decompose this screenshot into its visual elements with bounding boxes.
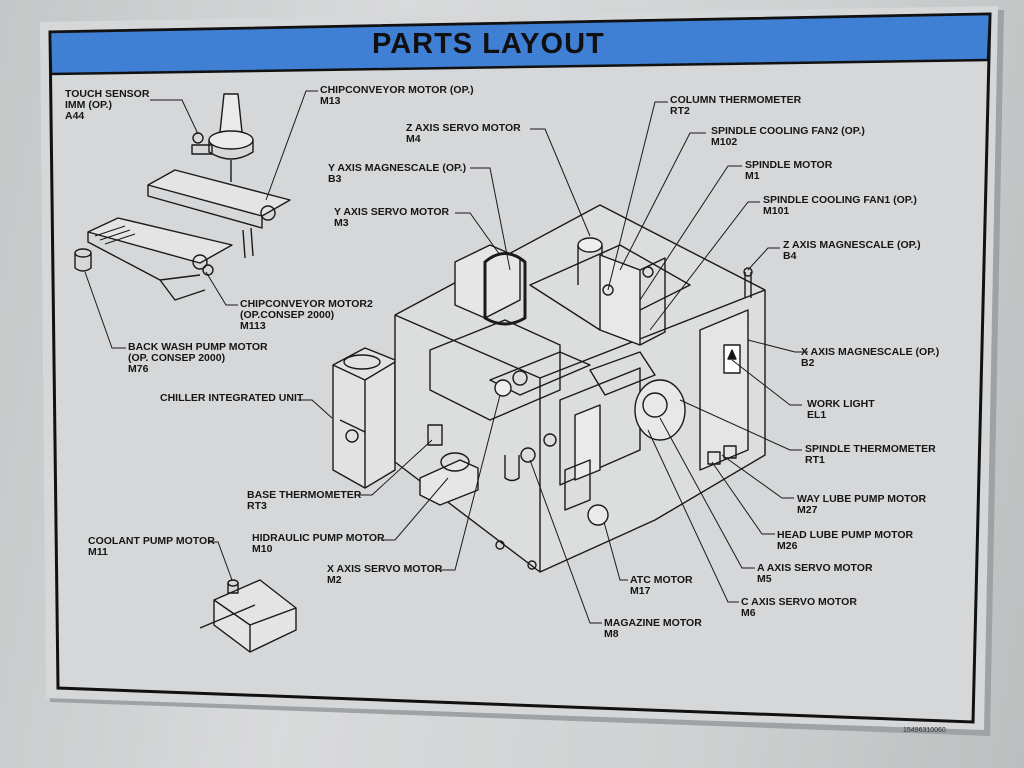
label-chipconveyor-motor-name: CHIPCONVEYOR MOTOR (OP.) — [320, 84, 474, 96]
label-a-axis-servo-code: M5 — [757, 573, 772, 585]
label-x-axis-magnescale-code: B2 — [801, 357, 815, 369]
label-y-axis-servo-code: M3 — [334, 217, 349, 229]
chiller-drawing — [332, 347, 396, 489]
label-c-axis-servo: C AXIS SERVO MOTOR M6 — [741, 597, 857, 619]
label-way-lube-pump-code: M27 — [797, 504, 818, 516]
label-y-axis-magnescale-code: B3 — [328, 173, 342, 185]
label-z-axis-magnescale: Z AXIS MAGNESCALE (OP.) B4 — [783, 240, 921, 262]
label-spindle-cooling-fan2-code: M102 — [711, 136, 738, 148]
label-chipconveyor-motor-code: M13 — [320, 95, 341, 107]
label-atc-motor: ATC MOTOR M17 — [630, 575, 693, 597]
label-z-axis-servo-name: Z AXIS SERVO MOTOR — [406, 122, 521, 134]
label-atc-motor-name: ATC MOTOR — [630, 574, 693, 586]
label-chipconveyor-motor2-code: M113 — [240, 320, 266, 332]
label-touch-sensor-line2: IMM (OP.) — [65, 99, 113, 111]
label-x-axis-magnescale-name: X AXIS MAGNESCALE (OP.) — [801, 346, 940, 358]
label-head-lube-pump-name: HEAD LUBE PUMP MOTOR — [777, 529, 914, 541]
label-work-light: WORK LIGHT EL1 — [807, 399, 875, 421]
label-c-axis-servo-name: C AXIS SERVO MOTOR — [741, 596, 857, 608]
label-chipconveyor-motor2: CHIPCONVEYOR MOTOR2 (OP.CONSEP 2000) M11… — [240, 299, 373, 332]
label-chiller-name: CHILLER INTEGRATED UNIT — [160, 392, 304, 404]
label-column-thermometer: COLUMN THERMOMETER RT2 — [670, 95, 801, 117]
label-magazine-motor-code: M8 — [604, 628, 619, 640]
label-z-axis-magnescale-code: B4 — [783, 250, 797, 262]
title-band — [48, 12, 992, 76]
label-a-axis-servo: A AXIS SERVO MOTOR M5 — [757, 563, 873, 585]
machine-body-drawing — [394, 204, 766, 573]
coolant-pump-drawing — [199, 579, 297, 653]
label-x-axis-magnescale: X AXIS MAGNESCALE (OP.) B2 — [801, 347, 939, 369]
machine-drawing — [74, 93, 766, 653]
label-y-axis-servo: Y AXIS SERVO MOTOR M3 — [334, 207, 449, 229]
label-touch-sensor-name: TOUCH SENSOR — [65, 88, 150, 100]
label-column-thermometer-name: COLUMN THERMOMETER — [670, 94, 802, 106]
label-base-thermometer-code: RT3 — [247, 500, 267, 512]
label-back-wash-pump-line2: (OP. CONSEP 2000) — [128, 352, 226, 364]
label-hidraulic-pump-name: HIDRAULIC PUMP MOTOR — [252, 532, 385, 544]
label-spindle-motor: SPINDLE MOTOR M1 — [745, 160, 832, 182]
touch-sensor-drawing — [191, 93, 254, 182]
label-touch-sensor-code: A44 — [65, 110, 85, 122]
back-wash-pump-drawing — [74, 248, 92, 272]
label-y-axis-magnescale-name: Y AXIS MAGNESCALE (OP.) — [328, 162, 467, 174]
label-z-axis-servo: Z AXIS SERVO MOTOR M4 — [406, 123, 521, 145]
label-spindle-thermometer-code: RT1 — [805, 454, 825, 466]
label-work-light-code: EL1 — [807, 409, 827, 421]
label-a-axis-servo-name: A AXIS SERVO MOTOR — [757, 562, 873, 574]
label-z-axis-servo-code: M4 — [406, 133, 421, 145]
diagram-title: PARTS LAYOUT — [372, 28, 605, 60]
label-coolant-pump: COOLANT PUMP MOTOR M11 — [88, 536, 215, 558]
label-way-lube-pump-name: WAY LUBE PUMP MOTOR — [797, 493, 927, 505]
label-x-axis-servo-name: X AXIS SERVO MOTOR — [327, 563, 443, 575]
label-spindle-motor-name: SPINDLE MOTOR — [745, 159, 833, 171]
label-magazine-motor-name: MAGAZINE MOTOR — [604, 617, 702, 629]
label-x-axis-servo: X AXIS SERVO MOTOR M2 — [327, 564, 442, 586]
label-x-axis-servo-code: M2 — [327, 574, 342, 586]
label-spindle-cooling-fan1-name: SPINDLE COOLING FAN1 (OP.) — [763, 194, 917, 206]
label-z-axis-magnescale-name: Z AXIS MAGNESCALE (OP.) — [783, 239, 921, 251]
label-back-wash-pump-name: BACK WASH PUMP MOTOR — [128, 341, 268, 353]
label-spindle-cooling-fan2-name: SPINDLE COOLING FAN2 (OP.) — [711, 125, 865, 137]
label-back-wash-pump: BACK WASH PUMP MOTOR (OP. CONSEP 2000) M… — [128, 342, 268, 375]
label-spindle-thermometer: SPINDLE THERMOMETER RT1 — [805, 444, 936, 466]
label-chipconveyor-motor2-name: CHIPCONVEYOR MOTOR2 — [240, 298, 373, 310]
label-c-axis-servo-code: M6 — [741, 607, 756, 619]
leader-lines — [84, 90, 808, 624]
label-magazine-motor: MAGAZINE MOTOR M8 — [604, 618, 702, 640]
part-number: 15496310060 — [903, 727, 946, 734]
chip-conveyor-drawing — [87, 169, 291, 301]
label-coolant-pump-name: COOLANT PUMP MOTOR — [88, 535, 215, 547]
label-base-thermometer: BASE THERMOMETER RT3 — [247, 490, 361, 512]
label-work-light-name: WORK LIGHT — [807, 398, 875, 410]
label-hidraulic-pump-code: M10 — [252, 543, 273, 555]
label-head-lube-pump-code: M26 — [777, 540, 798, 552]
label-back-wash-pump-code: M76 — [128, 363, 149, 375]
label-chipconveyor-motor2-line2: (OP.CONSEP 2000) — [240, 309, 335, 321]
label-base-thermometer-name: BASE THERMOMETER — [247, 489, 362, 501]
label-spindle-motor-code: M1 — [745, 170, 760, 182]
label-spindle-cooling-fan2: SPINDLE COOLING FAN2 (OP.) M102 — [711, 126, 865, 148]
label-chiller: CHILLER INTEGRATED UNIT — [160, 393, 303, 404]
label-way-lube-pump: WAY LUBE PUMP MOTOR M27 — [797, 494, 926, 516]
label-chipconveyor-motor: CHIPCONVEYOR MOTOR (OP.) M13 — [320, 85, 474, 107]
label-hidraulic-pump: HIDRAULIC PUMP MOTOR M10 — [252, 533, 385, 555]
label-head-lube-pump: HEAD LUBE PUMP MOTOR M26 — [777, 530, 913, 552]
label-y-axis-magnescale: Y AXIS MAGNESCALE (OP.) B3 — [328, 163, 466, 185]
label-touch-sensor: TOUCH SENSOR IMM (OP.) A44 — [65, 89, 149, 122]
label-y-axis-servo-name: Y AXIS SERVO MOTOR — [334, 206, 450, 218]
label-spindle-cooling-fan1: SPINDLE COOLING FAN1 (OP.) M101 — [763, 195, 917, 217]
label-column-thermometer-code: RT2 — [670, 105, 690, 117]
label-spindle-cooling-fan1-code: M101 — [763, 205, 790, 217]
label-atc-motor-code: M17 — [630, 585, 651, 597]
label-spindle-thermometer-name: SPINDLE THERMOMETER — [805, 443, 936, 455]
label-coolant-pump-code: M11 — [88, 546, 108, 558]
